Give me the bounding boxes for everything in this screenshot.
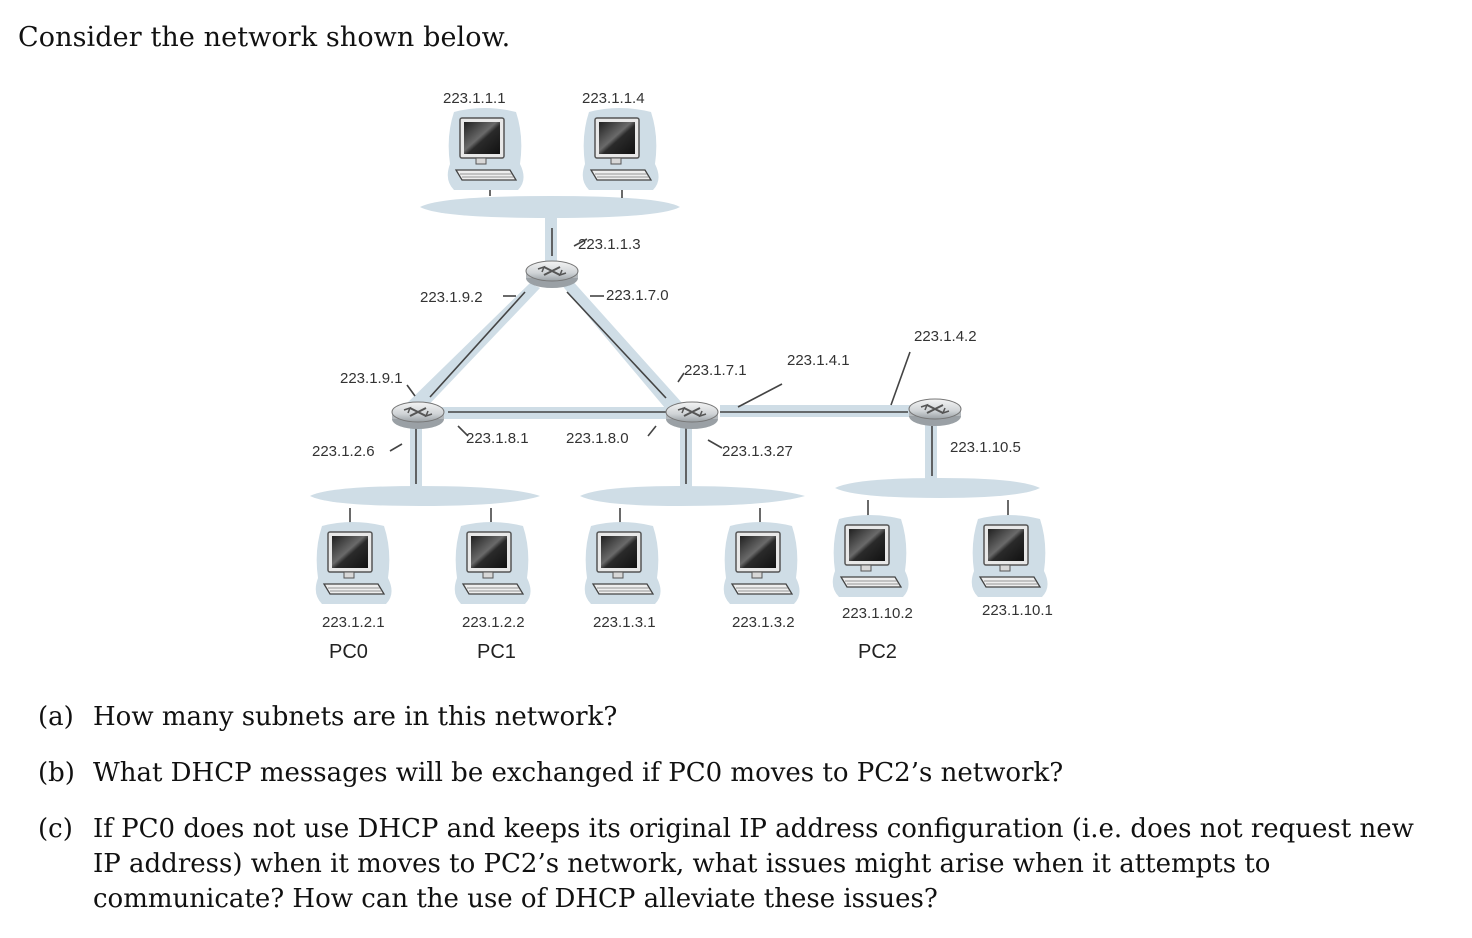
network-diagram: 223.1.1.1 223.1.1.4 223.1.1.3 223.1.9.2 … <box>310 90 1053 663</box>
ip-label: 223.1.7.1 <box>684 362 747 379</box>
subnet-shading <box>310 196 1040 506</box>
question-b: (b) What DHCP messages will be exchanged… <box>38 756 1438 791</box>
question-text: How many subnets are in this network? <box>93 702 618 732</box>
router-middle <box>665 401 719 430</box>
pc-name-label: PC0 <box>329 641 368 663</box>
question-a: (a) How many subnets are in this network… <box>38 700 1438 735</box>
question-marker: (b) <box>38 758 75 788</box>
host-pc2 <box>832 514 910 598</box>
ip-label: 223.1.9.1 <box>340 370 403 387</box>
host-top-2 <box>582 107 660 191</box>
ip-label: 223.1.8.0 <box>566 430 629 447</box>
ip-label: 223.1.1.3 <box>578 236 641 253</box>
ip-label: 223.1.10.5 <box>950 439 1021 456</box>
ip-label: 223.1.3.27 <box>722 443 793 460</box>
host-top-1 <box>447 107 525 191</box>
question-text: If PC0 does not use DHCP and keeps its o… <box>93 814 1414 914</box>
question-marker: (a) <box>38 702 74 732</box>
router-right <box>908 398 962 427</box>
ip-label: 223.1.9.2 <box>420 289 483 306</box>
ip-label: 223.1.7.0 <box>606 287 669 304</box>
ip-label: 223.1.1.4 <box>582 90 645 107</box>
question-c: (c) If PC0 does not use DHCP and keeps i… <box>38 812 1438 917</box>
ip-labels: 223.1.1.1 223.1.1.4 223.1.1.3 223.1.9.2 … <box>312 90 1053 663</box>
question-text: What DHCP messages will be exchanged if … <box>93 758 1064 788</box>
host-223-1-3-1 <box>584 521 662 605</box>
ip-label: 223.1.2.1 <box>322 614 385 631</box>
host-pc0 <box>315 521 393 605</box>
ip-label: 223.1.8.1 <box>466 430 529 447</box>
ip-label: 223.1.3.2 <box>732 614 795 631</box>
intro-text: Consider the network shown below. <box>18 22 511 53</box>
question-marker: (c) <box>38 814 73 844</box>
ip-label: 223.1.2.2 <box>462 614 525 631</box>
ip-label: 223.1.1.1 <box>443 90 506 107</box>
router-top <box>525 260 579 289</box>
question-list: (a) How many subnets are in this network… <box>38 700 1438 938</box>
ip-label: 223.1.4.2 <box>914 328 977 345</box>
host-223-1-10-1 <box>971 514 1049 598</box>
pc-name-label: PC1 <box>477 641 516 663</box>
ip-label: 223.1.10.2 <box>842 605 913 622</box>
pc-name-label: PC2 <box>858 641 897 663</box>
ip-label: 223.1.3.1 <box>593 614 656 631</box>
ip-label: 223.1.4.1 <box>787 352 850 369</box>
router-left <box>391 401 445 430</box>
ip-label: 223.1.2.6 <box>312 443 375 460</box>
ip-label: 223.1.10.1 <box>982 602 1053 619</box>
host-pc1 <box>454 521 532 605</box>
links <box>349 182 1009 528</box>
host-223-1-3-2 <box>723 521 801 605</box>
